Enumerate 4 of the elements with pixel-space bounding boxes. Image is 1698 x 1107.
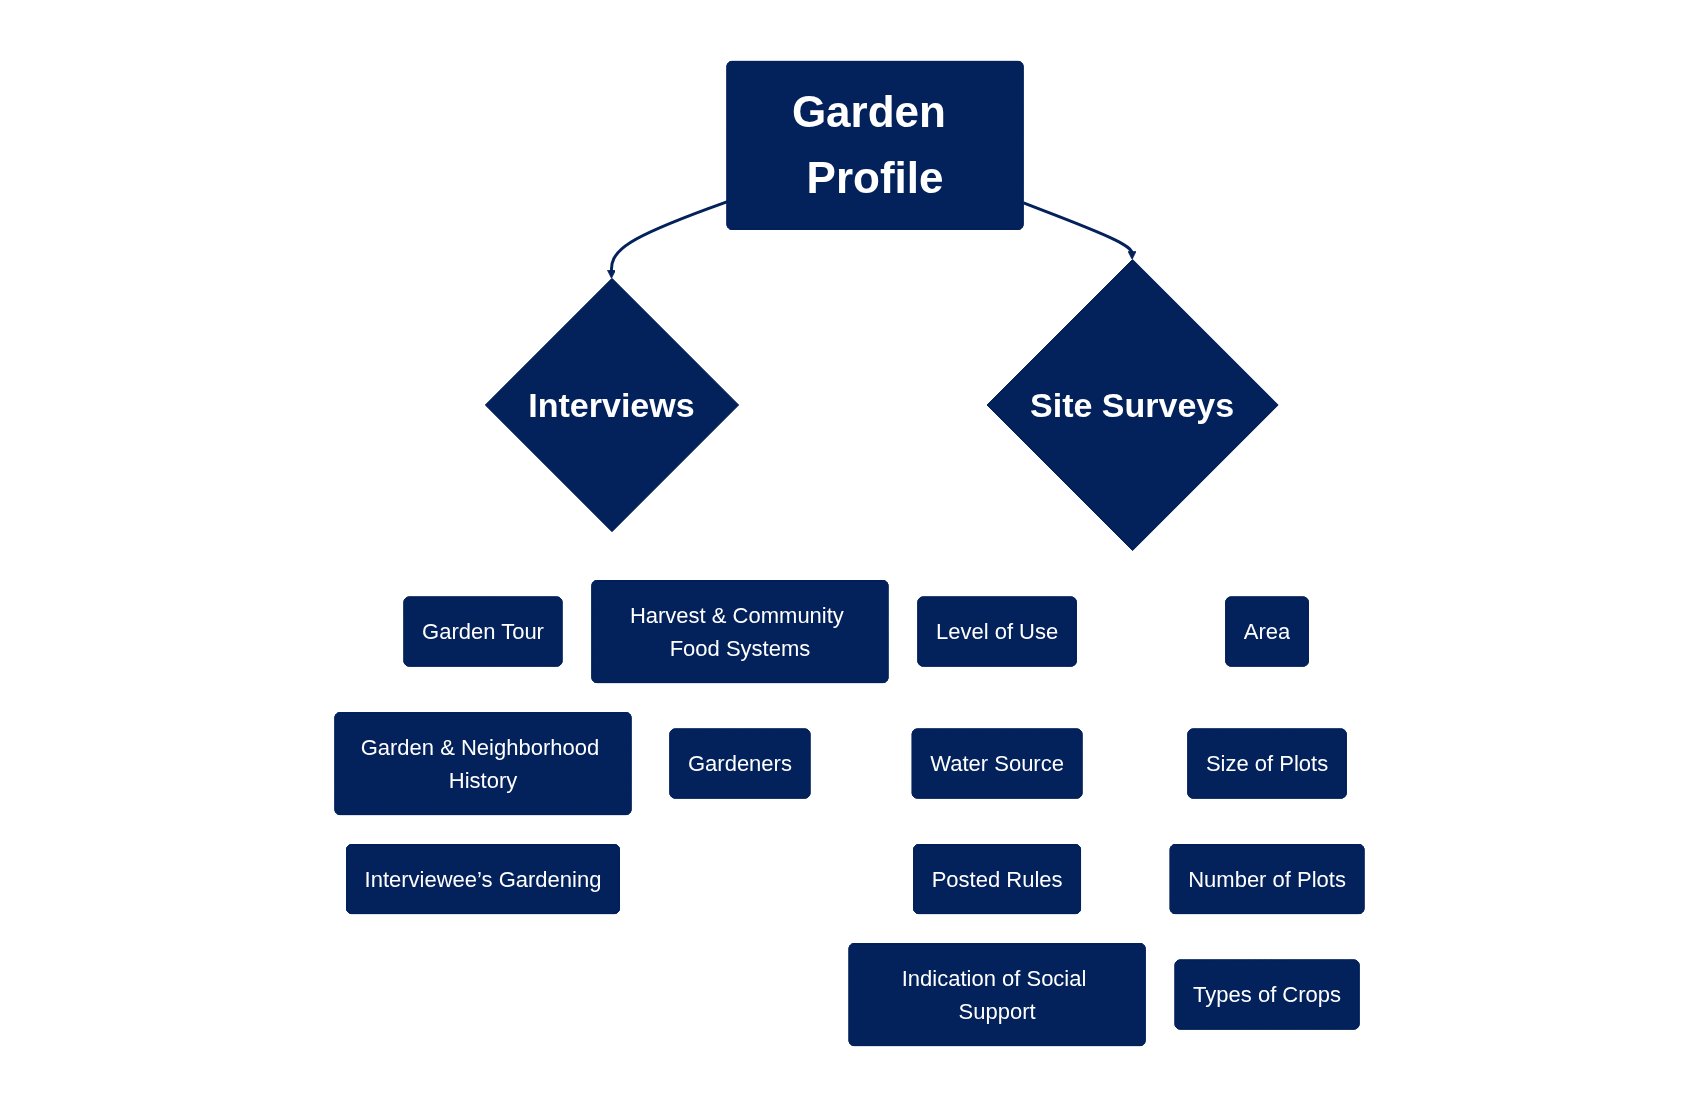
node-diamond: Interviews [484,277,739,533]
node-diamond: Site Surveys [986,258,1279,552]
arrow [1022,201,1136,260]
arrow [606,200,728,279]
